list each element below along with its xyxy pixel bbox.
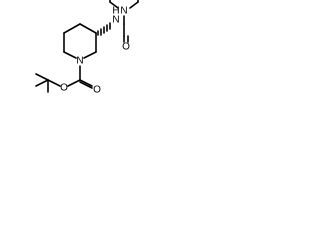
boc-ester-oxygen-label: O (60, 83, 68, 94)
bond (79, 79, 93, 87)
bond (35, 73, 49, 81)
bond (63, 23, 81, 34)
amide-h-label: H (112, 6, 119, 17)
chemical-structure-diagram: N N H O N O O O (35, 0, 139, 96)
bond (63, 51, 77, 59)
bond (79, 23, 97, 34)
bond (47, 79, 61, 87)
bond (83, 51, 97, 59)
morpholine-ring (109, 0, 139, 9)
amide-nh-label: N (112, 15, 119, 26)
hashed-wedge-bond (97, 22, 111, 36)
piperidine-ring (63, 23, 97, 59)
ring-nitrogen-label: N (76, 56, 83, 67)
urea-oxygen-label: O (122, 42, 130, 53)
bond (35, 79, 49, 87)
bond (109, 1, 119, 9)
bond (129, 1, 139, 9)
boc-group (35, 65, 93, 93)
morpholine-nitrogen-label: N (120, 6, 127, 17)
bond (67, 79, 81, 87)
bond (79, 81, 93, 89)
atom-labels: N N H O N O O O (60, 6, 130, 96)
boc-carbonyl-oxygen-label: O (93, 85, 101, 96)
urea-linker (123, 15, 129, 43)
